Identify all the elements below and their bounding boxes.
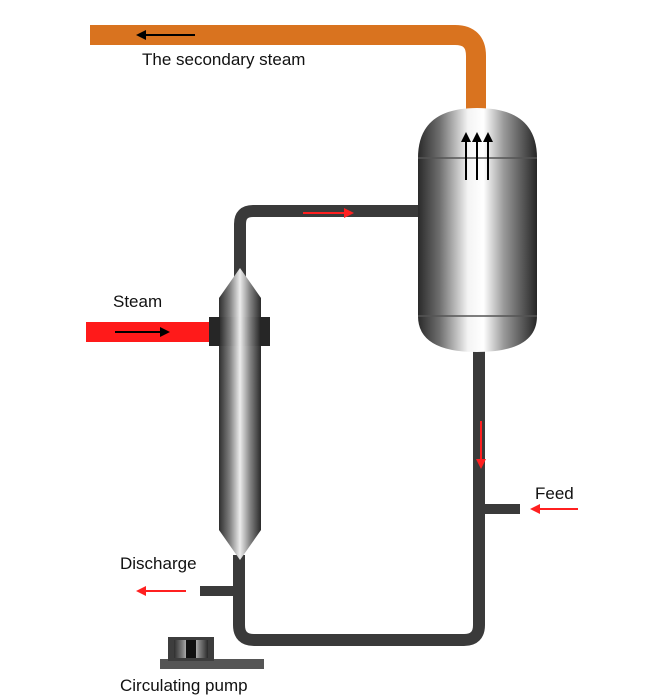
secondary-steam-pipe <box>90 25 486 120</box>
tubular-heater-icon <box>209 268 270 560</box>
discharge-label: Discharge <box>120 554 197 573</box>
separator-vessel-icon <box>418 108 537 352</box>
secondary-steam-label: The secondary steam <box>142 50 305 69</box>
steam-inlet-pipe <box>86 322 211 342</box>
steam-label: Steam <box>113 292 162 311</box>
circulating-pump-icon <box>160 637 264 669</box>
feed-label: Feed <box>535 484 574 503</box>
circulation-pipes <box>200 205 520 646</box>
circulating-pump-label: Circulating pump <box>120 676 248 695</box>
